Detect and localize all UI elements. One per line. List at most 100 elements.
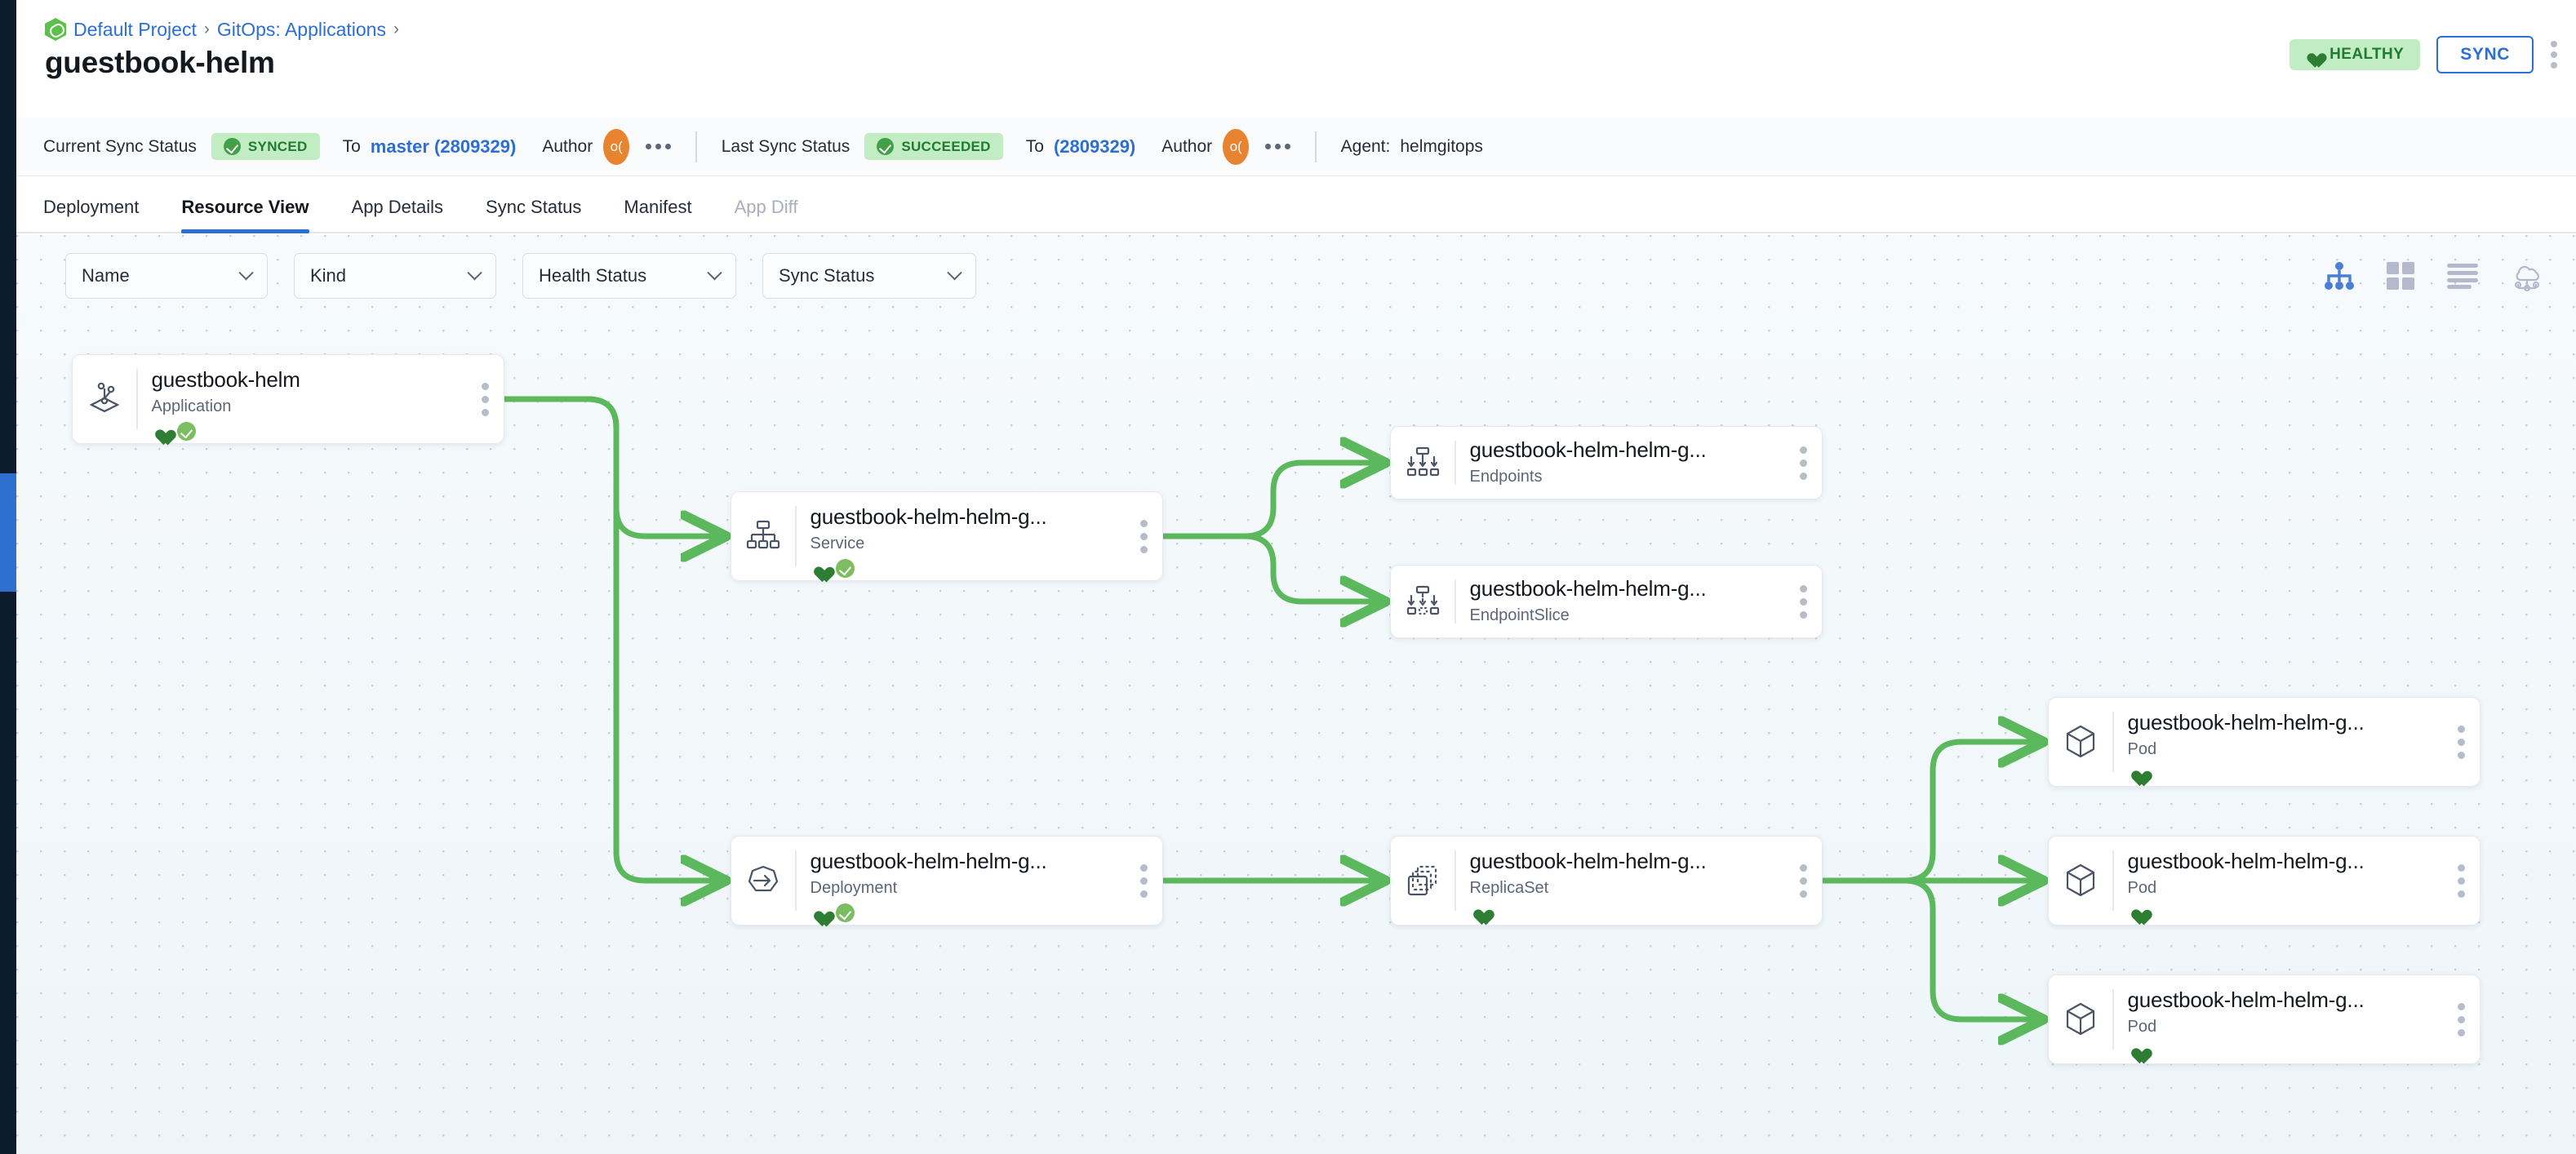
avatar[interactable]: o( (603, 128, 630, 165)
sync-button[interactable]: SYNC (2436, 36, 2534, 73)
graph-node-endpoints[interactable]: guestbook-helm-helm-g... Endpoints (1390, 426, 1823, 499)
node-badges (152, 422, 467, 441)
node-badges (2128, 1042, 2443, 1059)
graph-node-pod-1[interactable]: guestbook-helm-helm-g... Pod (2048, 697, 2481, 787)
node-menu-icon[interactable] (1784, 566, 1822, 637)
node-menu-icon[interactable] (2442, 975, 2480, 1063)
deployment-icon (731, 837, 795, 925)
filter-health-status[interactable]: Health Status (522, 253, 736, 299)
health-heart-icon (811, 905, 828, 921)
ellipsis-icon[interactable] (646, 144, 672, 149)
edge-service-to-endpointslice (1241, 533, 1383, 601)
network-view-icon[interactable] (2511, 260, 2543, 291)
node-menu-icon[interactable] (1784, 427, 1822, 499)
graph-node-application[interactable]: guestbook-helm Application (72, 354, 504, 444)
current-sync-status-chip-label: SYNCED (247, 138, 308, 154)
resource-graph-canvas[interactable]: Name Kind Health Status Sync Status (16, 235, 2576, 1154)
filter-kind[interactable]: Kind (294, 253, 496, 299)
kebab-vertical-icon[interactable] (2550, 39, 2558, 70)
node-title: guestbook-helm-helm-g... (1469, 849, 1707, 873)
check-circle-icon (223, 138, 241, 155)
filter-sync-status[interactable]: Sync Status (762, 253, 976, 299)
node-kind: Pod (2127, 879, 2157, 897)
agent-info: Agent:helmgitops (1341, 137, 1483, 157)
divider (2112, 712, 2114, 772)
ellipsis-icon[interactable] (1265, 144, 1291, 149)
endpoints-icon (1391, 427, 1455, 499)
grid-view-icon[interactable] (2387, 262, 2414, 290)
node-content: guestbook-helm-helm-g... Pod (2114, 837, 2443, 925)
graph-node-pod-3[interactable]: guestbook-helm-helm-g... Pod (2048, 974, 2481, 1064)
node-menu-icon[interactable] (2442, 698, 2480, 786)
endpointslice-icon (1391, 566, 1455, 637)
breadcrumb-item-default-project[interactable]: Default Project (73, 18, 197, 40)
current-to-label: To (342, 136, 361, 156)
edge-replicaset-to-pod-1 (1901, 742, 2041, 884)
health-badge-label: HEALTHY (2330, 46, 2405, 63)
current-sync-status-chip: SYNCED (211, 133, 320, 160)
node-title: guestbook-helm-helm-g... (1469, 576, 1707, 601)
node-title: guestbook-helm-helm-g... (810, 504, 1047, 529)
filter-health-status-label: Health Status (539, 265, 647, 286)
breadcrumb-item-gitops-applications[interactable]: GitOps: Applications (216, 18, 386, 40)
tree-view-icon[interactable] (2325, 262, 2354, 290)
page-title: guestbook-helm (45, 46, 275, 79)
health-heart-icon (2128, 903, 2146, 920)
health-heart-icon (2128, 1042, 2146, 1059)
last-author-label: Author (1161, 136, 1213, 156)
node-content: guestbook-helm-helm-g... Pod (2114, 698, 2443, 786)
rail-active-indicator[interactable] (0, 473, 16, 592)
header-actions: HEALTHY SYNC (2290, 36, 2558, 73)
graph-node-pod-2[interactable]: guestbook-helm-helm-g... Pod (2048, 836, 2481, 925)
page-header: Default Project › GitOps: Applications ›… (16, 0, 2576, 118)
node-menu-icon[interactable] (1125, 837, 1162, 925)
node-menu-icon[interactable] (2442, 837, 2480, 925)
node-title: guestbook-helm-helm-g... (2127, 988, 2365, 1012)
health-heart-icon (152, 424, 170, 440)
node-kind: ReplicaSet (1469, 879, 1549, 897)
status-badge-health: HEALTHY (2290, 39, 2421, 70)
avatar[interactable]: o( (1223, 128, 1250, 165)
graph-node-service[interactable]: guestbook-helm-helm-g... Service (731, 491, 1163, 581)
last-to-label: To (1025, 136, 1044, 156)
tab-app-details[interactable]: App Details (351, 197, 444, 217)
tab-app-diff: App Diff (734, 197, 798, 217)
agent-label: Agent: (1340, 136, 1391, 156)
check-circle-icon (877, 138, 895, 155)
graph-node-deployment[interactable]: guestbook-helm-helm-g... Deployment (731, 836, 1163, 925)
tab-manifest[interactable]: Manifest (624, 197, 692, 217)
breadcrumb: Default Project › GitOps: Applications › (45, 18, 399, 41)
node-menu-icon[interactable] (466, 355, 504, 443)
filter-name[interactable]: Name (65, 253, 268, 299)
tab-resource-view[interactable]: Resource View (160, 197, 330, 233)
list-view-icon[interactable] (2447, 263, 2478, 289)
graph-node-replicaset[interactable]: guestbook-helm-helm-g... ReplicaSet (1390, 836, 1823, 925)
last-sync-status-chip: SUCCEEDED (864, 133, 1003, 160)
service-icon (731, 492, 795, 580)
node-title: guestbook-helm-helm-g... (1469, 437, 1707, 462)
last-sync-status-label: Last Sync Status (721, 136, 851, 156)
sync-check-icon (835, 903, 855, 922)
tab-deployment[interactable]: Deployment (43, 197, 140, 217)
node-menu-icon[interactable] (1125, 492, 1162, 580)
app-rail (0, 0, 16, 1154)
divider (1455, 441, 1456, 485)
application-icon (73, 355, 136, 443)
edge-helper-up (588, 371, 616, 399)
node-content: guestbook-helm-helm-g... Endpoints (1456, 427, 1785, 499)
tab-sync-status[interactable]: Sync Status (486, 197, 582, 217)
sync-check-icon (176, 422, 196, 441)
node-content: guestbook-helm-helm-g... Deployment (797, 837, 1126, 925)
node-title: guestbook-helm-helm-g... (810, 849, 1047, 873)
last-revision-link[interactable]: (2809329) (1053, 135, 1136, 157)
filter-kind-label: Kind (310, 265, 347, 286)
health-heart-icon (1470, 903, 1488, 920)
node-badges (1470, 903, 1785, 920)
divider (136, 369, 138, 429)
node-menu-icon[interactable] (1784, 837, 1822, 925)
current-author-label: Author (542, 136, 593, 156)
current-revision-link[interactable]: master (2809329) (370, 135, 517, 157)
divider (795, 506, 797, 566)
graph-node-endpointslice[interactable]: guestbook-helm-helm-g... EndpointSlice (1390, 565, 1823, 638)
edge-service-to-endpoints (1241, 463, 1383, 539)
